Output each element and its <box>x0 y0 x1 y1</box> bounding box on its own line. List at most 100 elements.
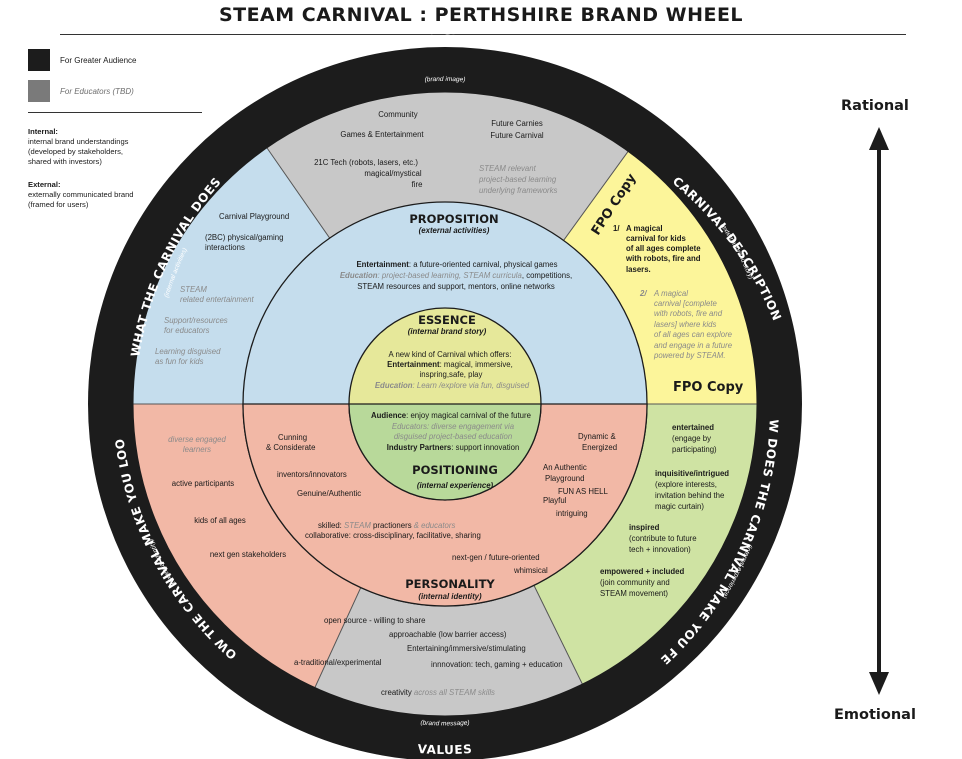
rational-emotional-arrow <box>869 127 889 695</box>
positioning-content: Audience: enjoy magical carnival of the … <box>371 411 531 490</box>
essence-subtitle: (internal brand story) <box>408 327 487 336</box>
description-number: 2/ <box>639 289 647 298</box>
personality-item: Playground <box>545 474 584 483</box>
feel-item: (join community and <box>600 578 670 587</box>
title-rule <box>60 34 906 35</box>
essence-content: ESSENCE (internal brand story) A new kin… <box>375 313 530 390</box>
external-heading: External: <box>28 180 61 189</box>
proposition-line: Education: project-based learning, STEAM… <box>340 271 572 280</box>
personality-item: FUN AS HELL <box>558 487 608 496</box>
facts-item: Community <box>378 110 418 119</box>
facts-item: fire <box>412 180 423 189</box>
description-line: A magical <box>626 224 663 233</box>
look-item: kids of all ages <box>194 516 246 525</box>
fpo-copy-label: FPO Copy <box>673 380 744 395</box>
legend-label-educators: For Educators (TBD) <box>60 87 134 96</box>
does-educator-item: STEAM <box>180 285 207 294</box>
values-item: creativity across all STEAM skills <box>381 688 495 697</box>
description-line: carnival for kids <box>626 234 686 243</box>
description-line: and engage in a future <box>654 341 733 350</box>
essence-title: ESSENCE <box>418 313 476 327</box>
personality-item: intriguing <box>556 509 588 518</box>
positioning-line: Audience: enjoy magical carnival of the … <box>371 411 531 420</box>
does-content: Carnival Playground (2BC) physical/gamin… <box>155 212 289 366</box>
facts-educator-item: underlying frameworks <box>479 186 558 195</box>
proposition-subtitle: (external activities) <box>419 226 490 235</box>
positioning-line: disguised project-based education <box>394 432 512 441</box>
feel-item: invitation behind the <box>655 491 724 500</box>
does-item: interactions <box>205 243 245 252</box>
does-educator-item: Learning disguised <box>155 347 221 356</box>
proposition-content: PROPOSITION (external activities) Entert… <box>340 212 572 291</box>
values-item: a-traditional/experimental <box>294 658 382 667</box>
does-educator-item: related entertainment <box>180 295 255 304</box>
feel-item: STEAM movement) <box>600 589 668 598</box>
description-line: of all ages can explore <box>654 330 733 339</box>
look-educator-item: learners <box>183 445 211 454</box>
ring-sub-values: (brand message) <box>420 719 470 727</box>
feel-item: (contribute to future <box>629 534 697 543</box>
essence-line: inspring,safe, play <box>420 370 483 379</box>
look-item: next gen stakeholders <box>210 550 286 559</box>
description-line: with robots, fire and <box>654 309 723 318</box>
look-educator-item: diverse engaged <box>168 435 226 444</box>
feel-content: entertained (engage by participating) in… <box>600 423 729 598</box>
values-item: Entertaining/immersive/stimulating <box>407 644 526 653</box>
external-line: (framed for users) <box>28 200 89 209</box>
feel-item: empowered + included <box>600 567 685 576</box>
legend-label-greater: For Greater Audience <box>60 56 137 65</box>
personality-item: skilled: STEAM practioners & educators <box>318 521 455 530</box>
ring-label-values: VALUES <box>417 742 473 757</box>
does-educator-item: as fun for kids <box>155 357 204 366</box>
essence-line: A new kind of Carnival which offers: <box>389 350 512 359</box>
feel-item: (engage by <box>672 434 711 443</box>
legend-swatch-greater <box>28 49 50 71</box>
values-item: innnovation: tech, gaming + education <box>431 660 563 669</box>
facts-item: Games & Entertainment <box>340 130 424 139</box>
facts-item: Future Carnival <box>490 131 544 140</box>
values-item: approachable (low barrier access) <box>389 630 507 639</box>
personality-item: inventors/innovators <box>277 470 347 479</box>
personality-half <box>242 403 648 607</box>
positioning-subtitle: (internal experience) <box>417 481 494 490</box>
description-line: with robots, fire and <box>625 254 701 263</box>
description-line: A magical <box>653 289 688 298</box>
description-line: lasers. <box>626 265 651 274</box>
positioning-line: Industry Partners: support innovation <box>387 443 520 452</box>
feel-item: inquisitive/intrigued <box>655 469 729 478</box>
emotional-label: Emotional <box>834 707 916 723</box>
essence-line: Entertainment: magical, immersive, <box>387 360 513 369</box>
rational-label: Rational <box>841 98 909 114</box>
personality-subtitle: (internal identity) <box>418 592 482 601</box>
personality-item: Dynamic & <box>578 432 616 441</box>
feel-item: entertained <box>672 423 714 432</box>
facts-content: Community Games & Entertainment 21C Tech… <box>314 110 557 195</box>
description-line: powered by STEAM. <box>653 351 726 360</box>
look-content: diverse engaged learners active particip… <box>168 435 286 559</box>
facts-item: magical/mystical <box>364 169 421 178</box>
ring-sub-facts: (brand image) <box>424 76 465 84</box>
feel-item: tech + innovation) <box>629 545 691 554</box>
personality-content: Cunning & Considerate inventors/innovato… <box>266 432 617 601</box>
facts-item: Future Carnies <box>491 119 543 128</box>
proposition-line: Entertainment: a future-oriented carniva… <box>356 260 557 269</box>
does-educator-item: for educators <box>164 326 210 335</box>
personality-title: PERSONALITY <box>405 577 495 591</box>
internal-definition: Internal: internal brand understandings … <box>28 127 198 167</box>
proposition-line: STEAM resources and support, mentors, on… <box>357 282 555 291</box>
feel-item: inspired <box>629 523 660 532</box>
external-definition: External: externally communicated brand … <box>28 180 198 210</box>
values-content: open source - willing to share approacha… <box>294 616 563 697</box>
facts-educator-item: project-based learning <box>478 175 557 184</box>
description-number: 1/ <box>613 224 620 233</box>
does-item: Carnival Playground <box>219 212 289 221</box>
external-line: externally communicated brand <box>28 190 134 199</box>
personality-item: An Authentic <box>543 463 587 472</box>
page-title: STEAM CARNIVAL : PERTHSHIRE BRAND WHEEL <box>218 4 744 26</box>
personality-item: whimsical <box>513 566 548 575</box>
internal-line: shared with investors) <box>28 157 102 166</box>
positioning-line: Educators: diverse engagement via <box>392 422 515 431</box>
personality-item: Energized <box>582 443 617 452</box>
legend-swatch-educators <box>28 80 50 102</box>
